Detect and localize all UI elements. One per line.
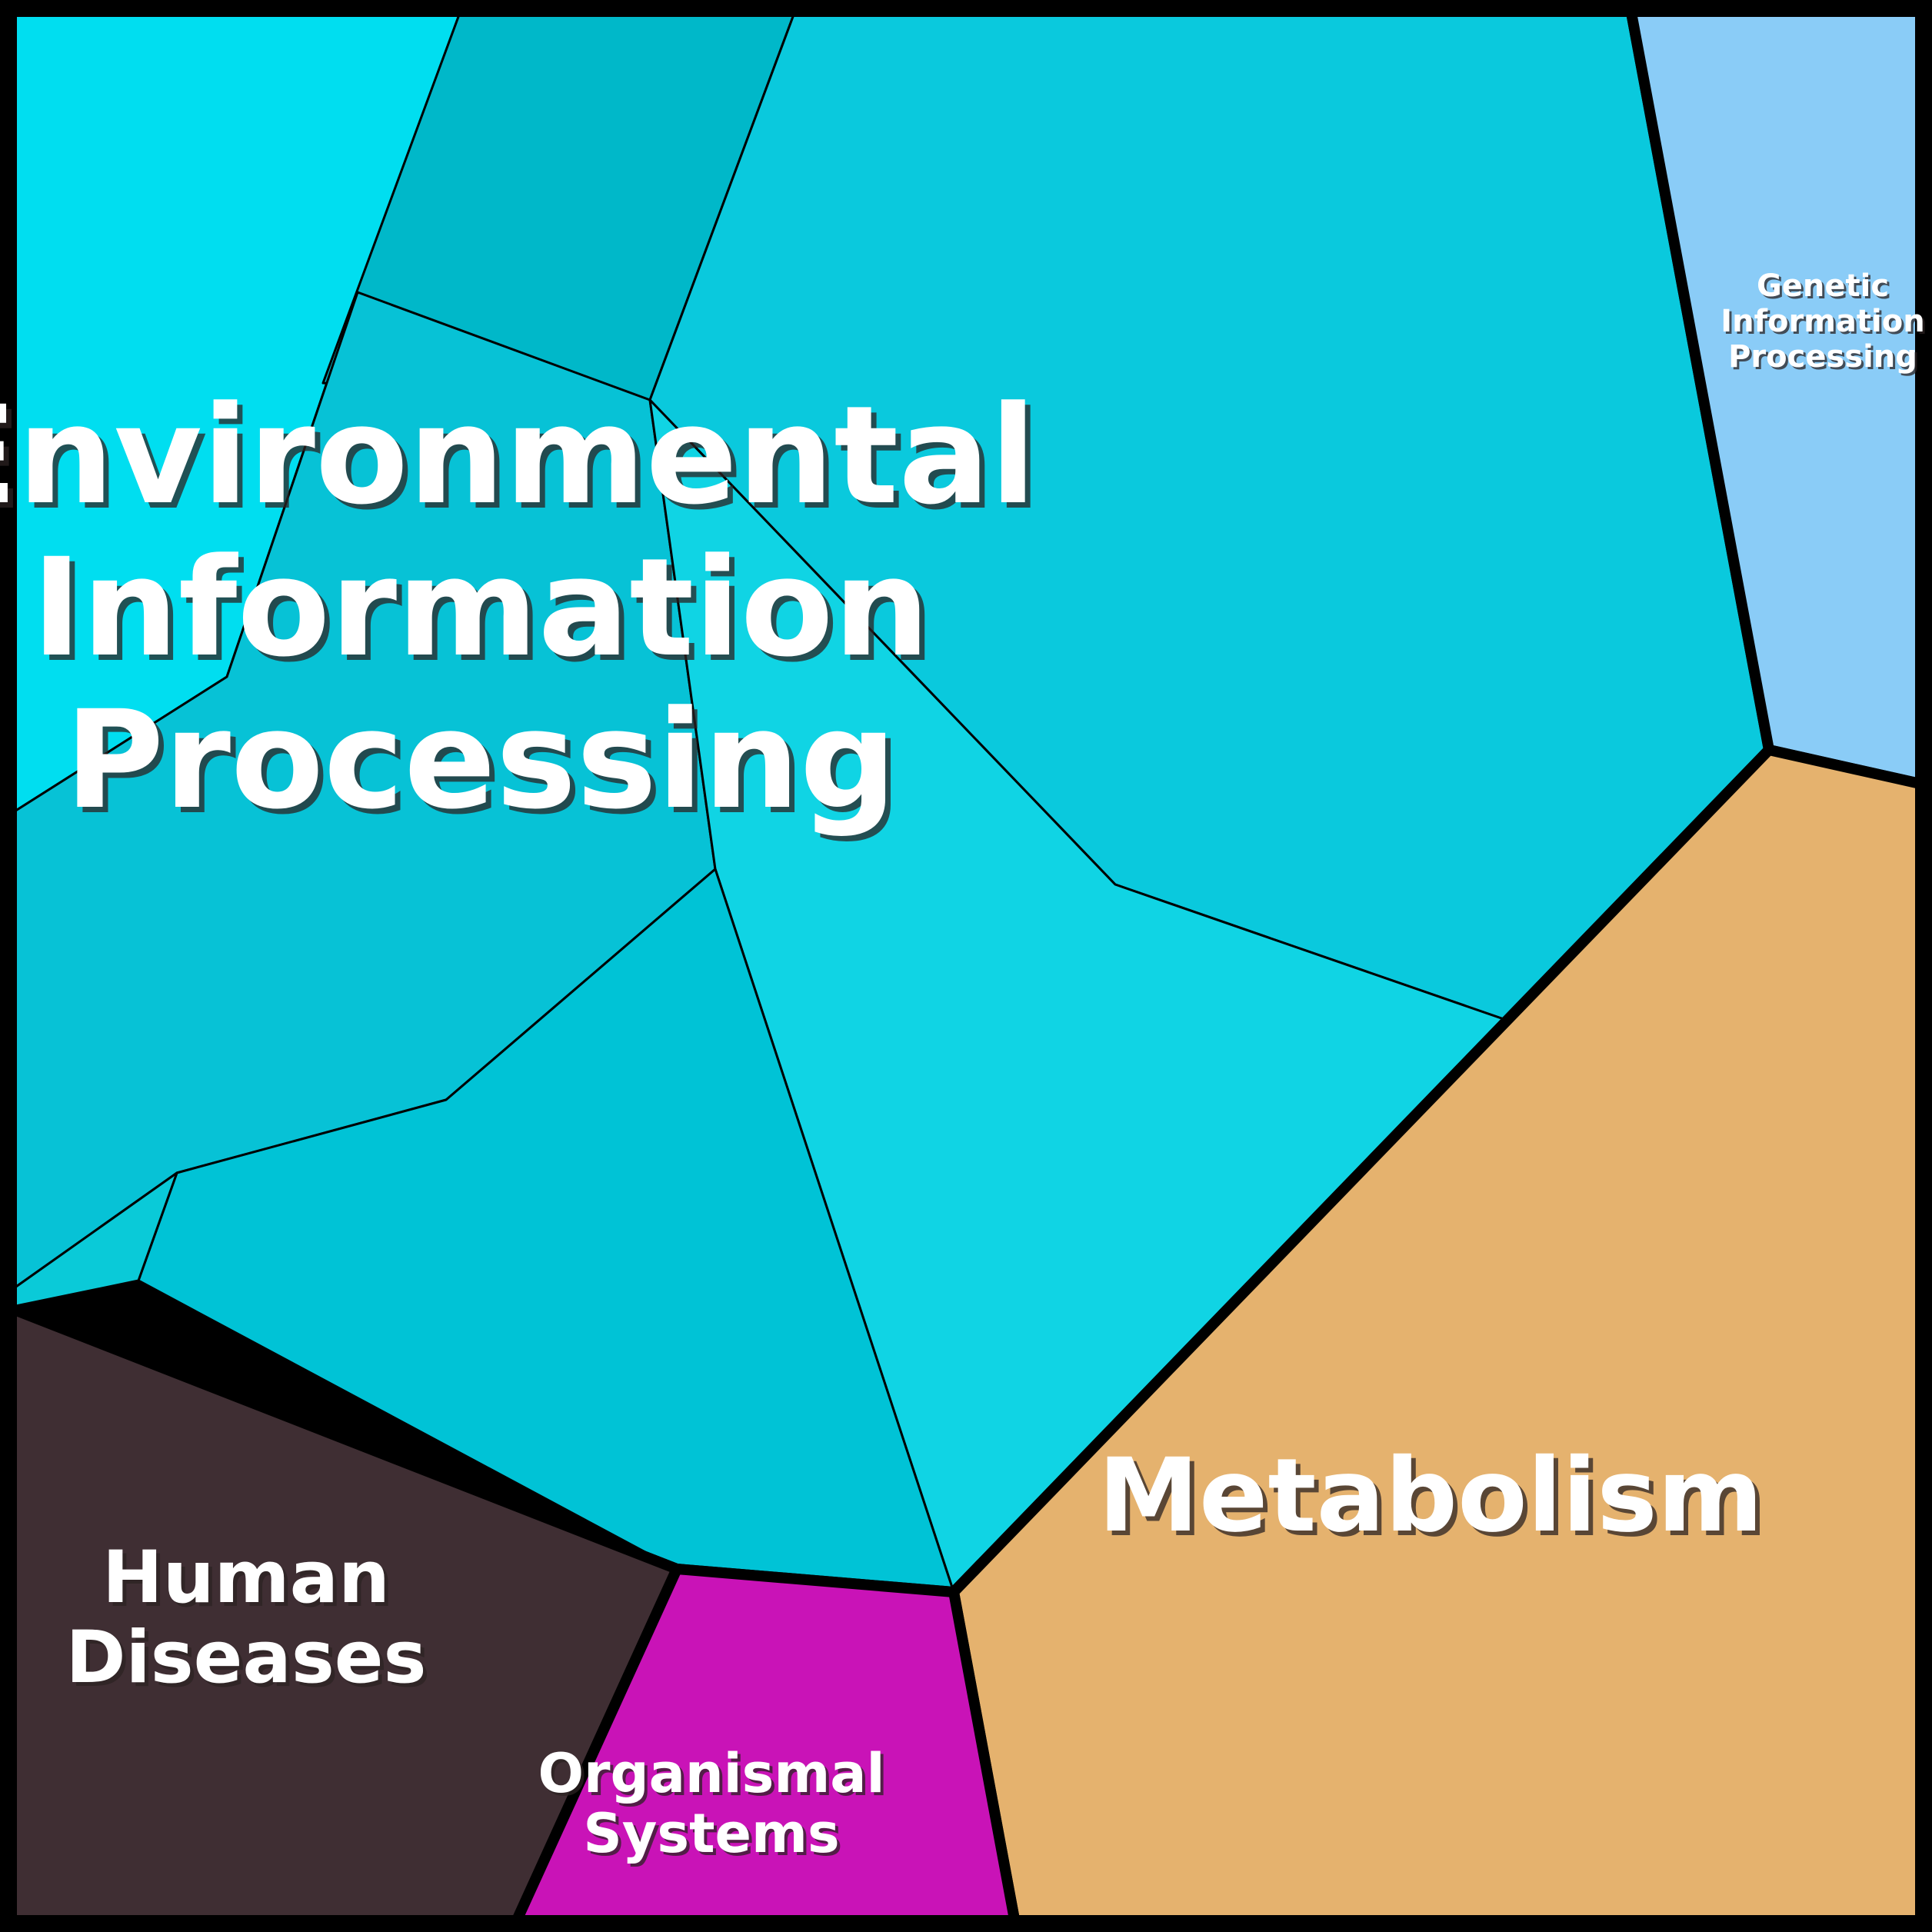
label-metabolism-line1: Metabolism <box>1098 1437 1764 1555</box>
label-genetic-line3-shadow: Processing <box>1730 341 1920 377</box>
label-env-line2-shadow: Information <box>37 535 935 692</box>
label-organismal-line1: Organismal <box>538 1742 884 1805</box>
label-env-line2: Information <box>32 529 930 687</box>
label-organismal-line1-shadow: Organismal <box>541 1745 888 1808</box>
label-genetic-information-processing: Genetic Genetic Information Information … <box>1720 268 1927 377</box>
label-genetic-line3: Processing <box>1728 339 1917 375</box>
label-human-diseases-line1-shadow: Human <box>106 1540 394 1624</box>
label-metabolism-line1-shadow: Metabolism <box>1103 1441 1768 1560</box>
label-metabolism: Metabolism Metabolism <box>1098 1437 1768 1560</box>
label-human-diseases-line2: Diseases <box>65 1616 426 1700</box>
label-genetic-line2-shadow: Information <box>1723 306 1927 341</box>
label-human-diseases-line1: Human <box>102 1536 390 1620</box>
label-organismal-line2-shadow: Systems <box>586 1805 842 1868</box>
label-genetic-line1-shadow: Genetic <box>1759 271 1891 306</box>
label-genetic-line2: Information <box>1720 304 1924 339</box>
label-human-diseases: Human Human Diseases Diseases <box>65 1536 430 1704</box>
label-organismal-systems: Organismal Organismal Systems Systems <box>538 1742 888 1868</box>
label-genetic-line1: Genetic <box>1757 268 1889 304</box>
label-human-diseases-line2-shadow: Diseases <box>69 1620 430 1704</box>
label-env-line3: Processing <box>65 681 897 839</box>
label-env-line1-shadow: Environmental <box>0 382 1041 540</box>
label-env-line1: Environmental <box>0 377 1036 535</box>
label-environmental-information-processing: Environmental Environmental Information … <box>0 377 1041 844</box>
label-organismal-line2: Systems <box>583 1802 839 1865</box>
label-env-line3-shadow: Processing <box>70 687 902 844</box>
